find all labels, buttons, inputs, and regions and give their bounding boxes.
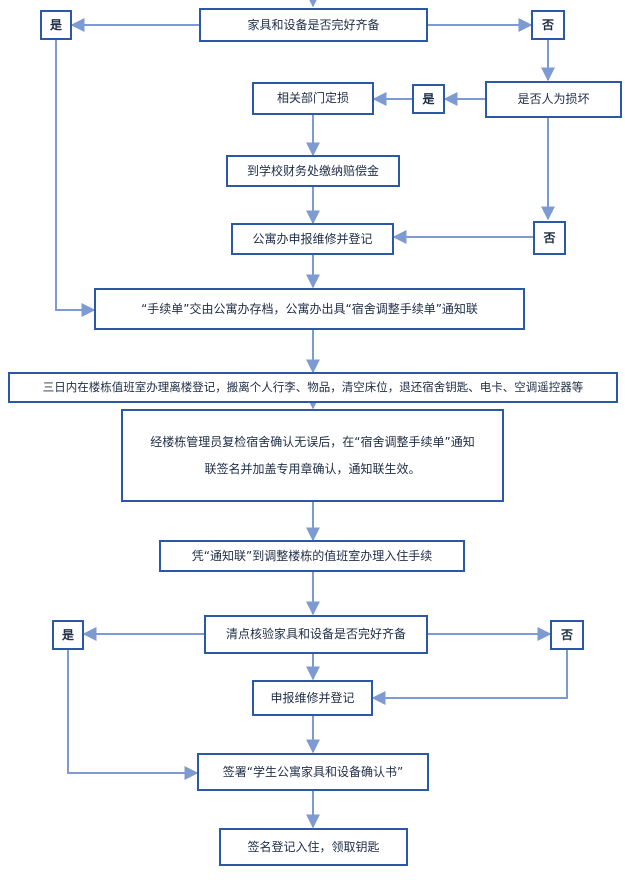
q3-yes-label: 是: [52, 620, 84, 650]
assess-damage-box: 相关部门定损: [252, 82, 374, 115]
q1-furniture-check: 家具和设备是否完好齐备: [199, 8, 428, 42]
arrow-q3yes-to-sign: [67, 650, 199, 780]
arrow-q3no-to-repair: [371, 650, 568, 705]
q2-human-damage: 是否人为损坏: [485, 81, 622, 118]
q1-yes-label: 是: [40, 10, 72, 40]
archive-form-box: “手续单”交由公寓办存档，公寓办出具“宿舍调整手续单”通知联: [94, 288, 525, 330]
q3-inventory-check: 清点核验家具和设备是否完好齐备: [204, 615, 428, 654]
verify-room-box: 经楼栋管理员复检宿舍确认无误后，在“宿舍调整手续单”通知联签名并加盖专用章确认，…: [121, 409, 504, 502]
checkout-register-box: 三日内在楼栋值班室办理离楼登记，搬离个人行李、物品，清空床位，退还宿舍钥匙、电卡…: [8, 372, 618, 403]
final-checkin-box: 签名登记入住，领取钥匙: [219, 828, 408, 866]
repair-register-box: 公寓办申报维修并登记: [231, 223, 394, 255]
pay-compensation-box: 到学校财务处缴纳赔偿金: [226, 155, 400, 187]
q2-no-label: 否: [533, 221, 566, 255]
q3-no-label: 否: [550, 620, 584, 650]
repair-register2-box: 申报维修并登记: [252, 680, 373, 716]
checkin-procedure-box: 凭“通知联”到调整楼栋的值班室办理入住手续: [159, 540, 465, 572]
q2-yes-label: 是: [412, 84, 445, 114]
sign-confirmation-box: 签署“学生公寓家具和设备确认书”: [197, 753, 429, 791]
arrow-q1yes-to-archive: [55, 39, 96, 317]
q1-no-label: 否: [531, 10, 565, 40]
